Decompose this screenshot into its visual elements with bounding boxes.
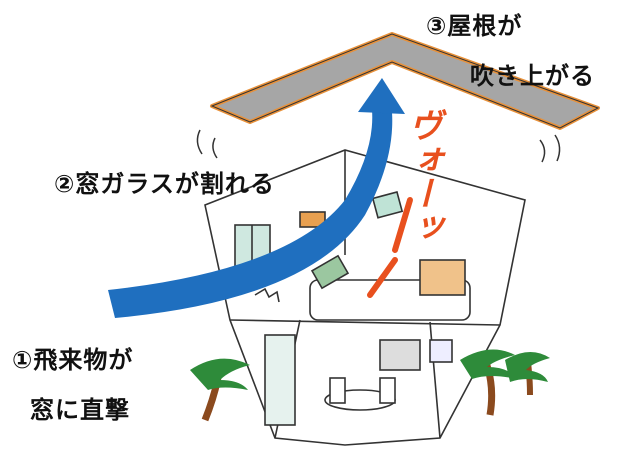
tree-right bbox=[460, 349, 550, 416]
wind-arrow bbox=[108, 78, 405, 318]
sound-effect-text: ヴォーッ bbox=[402, 108, 442, 244]
label-debris-line1: ①飛来物が bbox=[12, 346, 134, 374]
roof bbox=[210, 32, 600, 130]
wind-lines bbox=[196, 129, 561, 163]
label-debris-line2: 窓に直撃 bbox=[30, 396, 130, 424]
label-roof-line1: ③屋根が bbox=[426, 12, 523, 40]
house bbox=[204, 149, 526, 446]
label-glass-breaks: ②窓ガラスが割れる bbox=[54, 170, 275, 198]
label-roof-line2: 吹き上がる bbox=[470, 62, 595, 90]
tree-left bbox=[190, 358, 250, 422]
sound-lines bbox=[367, 197, 413, 298]
